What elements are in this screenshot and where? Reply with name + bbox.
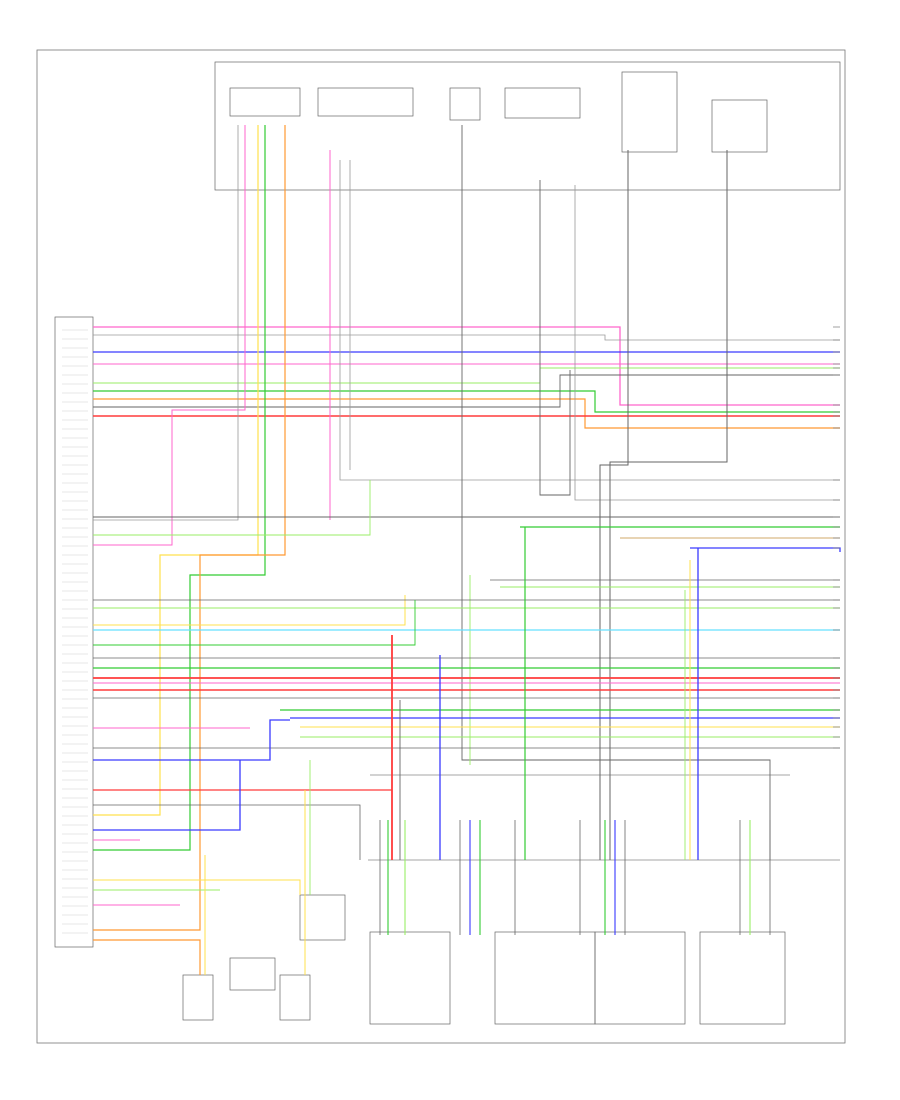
bottom-module-2 bbox=[494, 931, 596, 1025]
wire-orange-940 bbox=[93, 939, 201, 975]
wire-group bbox=[93, 125, 841, 975]
wire-grey-vert-4 bbox=[574, 185, 840, 501]
top-module-4 bbox=[504, 87, 581, 119]
right-terminal-group bbox=[833, 326, 840, 749]
bottom-module-4 bbox=[699, 931, 786, 1025]
bottom-sensor-2 bbox=[279, 974, 311, 1021]
bottom-sensor-1 bbox=[182, 974, 214, 1021]
top-module-2 bbox=[317, 87, 414, 117]
bottom-sensor-3 bbox=[299, 894, 346, 941]
wire-orange-vert bbox=[93, 125, 286, 931]
wire-green-upper bbox=[93, 390, 840, 413]
wire-dark-805 bbox=[93, 804, 361, 860]
wire-dark-vert-3 bbox=[599, 150, 629, 860]
top-module-1 bbox=[229, 87, 301, 117]
wire-pink-vert bbox=[93, 125, 246, 546]
wire-grey-vert bbox=[93, 125, 239, 521]
top-components bbox=[214, 61, 841, 191]
top-component-area bbox=[214, 61, 841, 191]
diagram-frame bbox=[36, 49, 846, 1044]
wire-lightgreen-mid bbox=[93, 480, 371, 536]
bottom-sensor-4 bbox=[229, 957, 276, 991]
top-module-3 bbox=[449, 87, 481, 121]
wire-blue-760 bbox=[93, 719, 290, 761]
top-relay-1 bbox=[621, 71, 678, 153]
wire-blue-mid bbox=[690, 547, 841, 552]
wire-green-vert bbox=[93, 125, 266, 851]
bottom-components bbox=[182, 894, 786, 1025]
wire-dark-vert-2 bbox=[539, 180, 571, 496]
wire-orange-upper bbox=[93, 398, 840, 429]
wire-blue-830 bbox=[93, 760, 241, 831]
wire-dark-vert-4 bbox=[609, 150, 728, 860]
left-connector-block bbox=[54, 316, 94, 948]
pin-label-group bbox=[62, 329, 88, 934]
wire-lightgreen-1 bbox=[93, 367, 840, 384]
wire-grey-vert-2 bbox=[339, 160, 840, 481]
wire-grey-upper bbox=[93, 334, 840, 341]
wire-dark-1 bbox=[93, 374, 840, 408]
wire-yellow-vert bbox=[93, 125, 259, 816]
wire-green-645 bbox=[93, 600, 416, 646]
wire-yellow-880 bbox=[93, 879, 301, 895]
bottom-module-3 bbox=[594, 931, 686, 1025]
top-relay-2 bbox=[711, 99, 768, 153]
wire-yellow-625 bbox=[93, 595, 406, 626]
bottom-module-1 bbox=[369, 931, 451, 1025]
wire-dark-vert bbox=[461, 125, 771, 860]
wire-pink-upper bbox=[93, 326, 840, 406]
